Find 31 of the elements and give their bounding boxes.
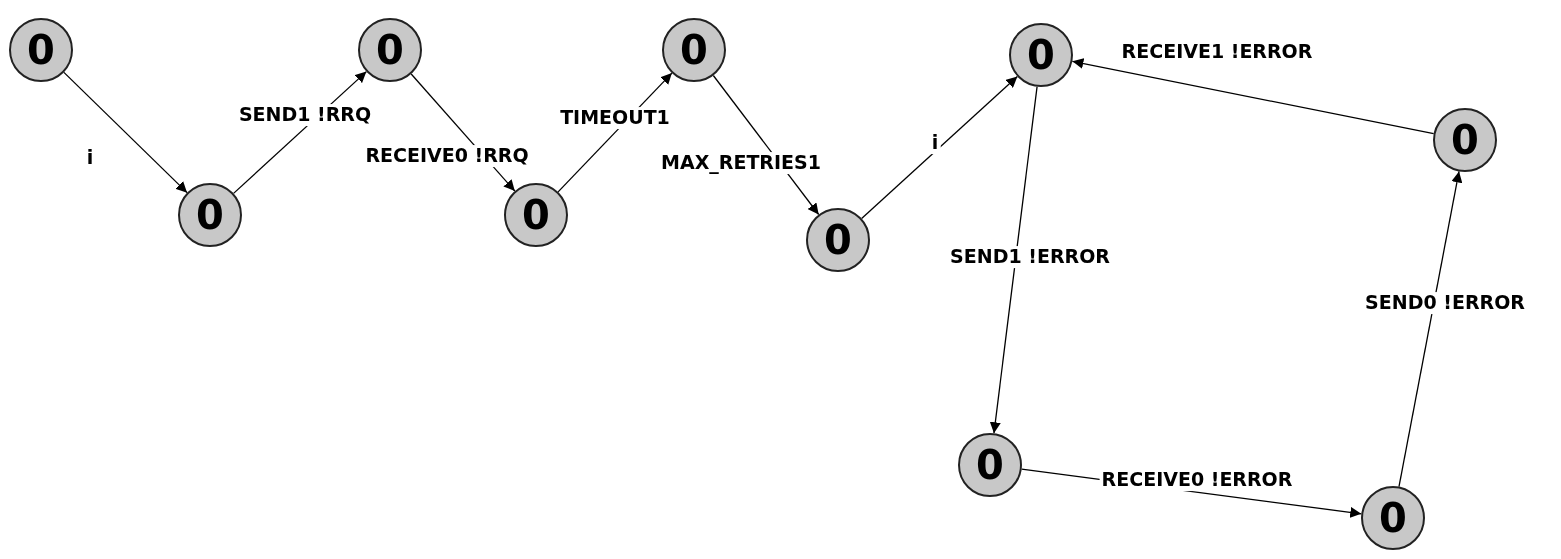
state-circle [1361, 486, 1425, 550]
state-label: 0 [196, 195, 224, 235]
state-circle [1433, 108, 1497, 172]
state-label: 0 [376, 30, 404, 70]
state-label: 0 [522, 195, 550, 235]
state-circle [806, 208, 870, 272]
state-label: 0 [976, 445, 1004, 485]
state-label: 0 [1027, 35, 1055, 75]
arrow [989, 86, 1038, 434]
edge-label: TIMEOUT1 [558, 107, 672, 129]
edge-label: MAX_RETRIES1 [659, 152, 823, 174]
state-circle [178, 183, 242, 247]
state-label: 0 [1379, 498, 1407, 538]
arrow [1071, 58, 1435, 135]
state-circle [1009, 23, 1073, 87]
state-label: 0 [27, 30, 55, 70]
arrow [63, 71, 188, 194]
edge-label: i [929, 132, 941, 154]
state-circle [358, 18, 422, 82]
state-circle [9, 18, 73, 82]
state-label: 0 [824, 220, 852, 260]
state-circle [504, 183, 568, 247]
state-circle [662, 18, 726, 82]
state-label: 0 [1451, 120, 1479, 160]
state-label: 0 [680, 30, 708, 70]
arrow [861, 75, 1018, 220]
edge-label: SEND1 !ERROR [948, 246, 1112, 268]
edge-label: SEND0 !ERROR [1363, 292, 1527, 314]
arrow [1398, 170, 1463, 488]
state-circle [958, 433, 1022, 497]
edge-label: RECEIVE0 !ERROR [1099, 469, 1295, 491]
